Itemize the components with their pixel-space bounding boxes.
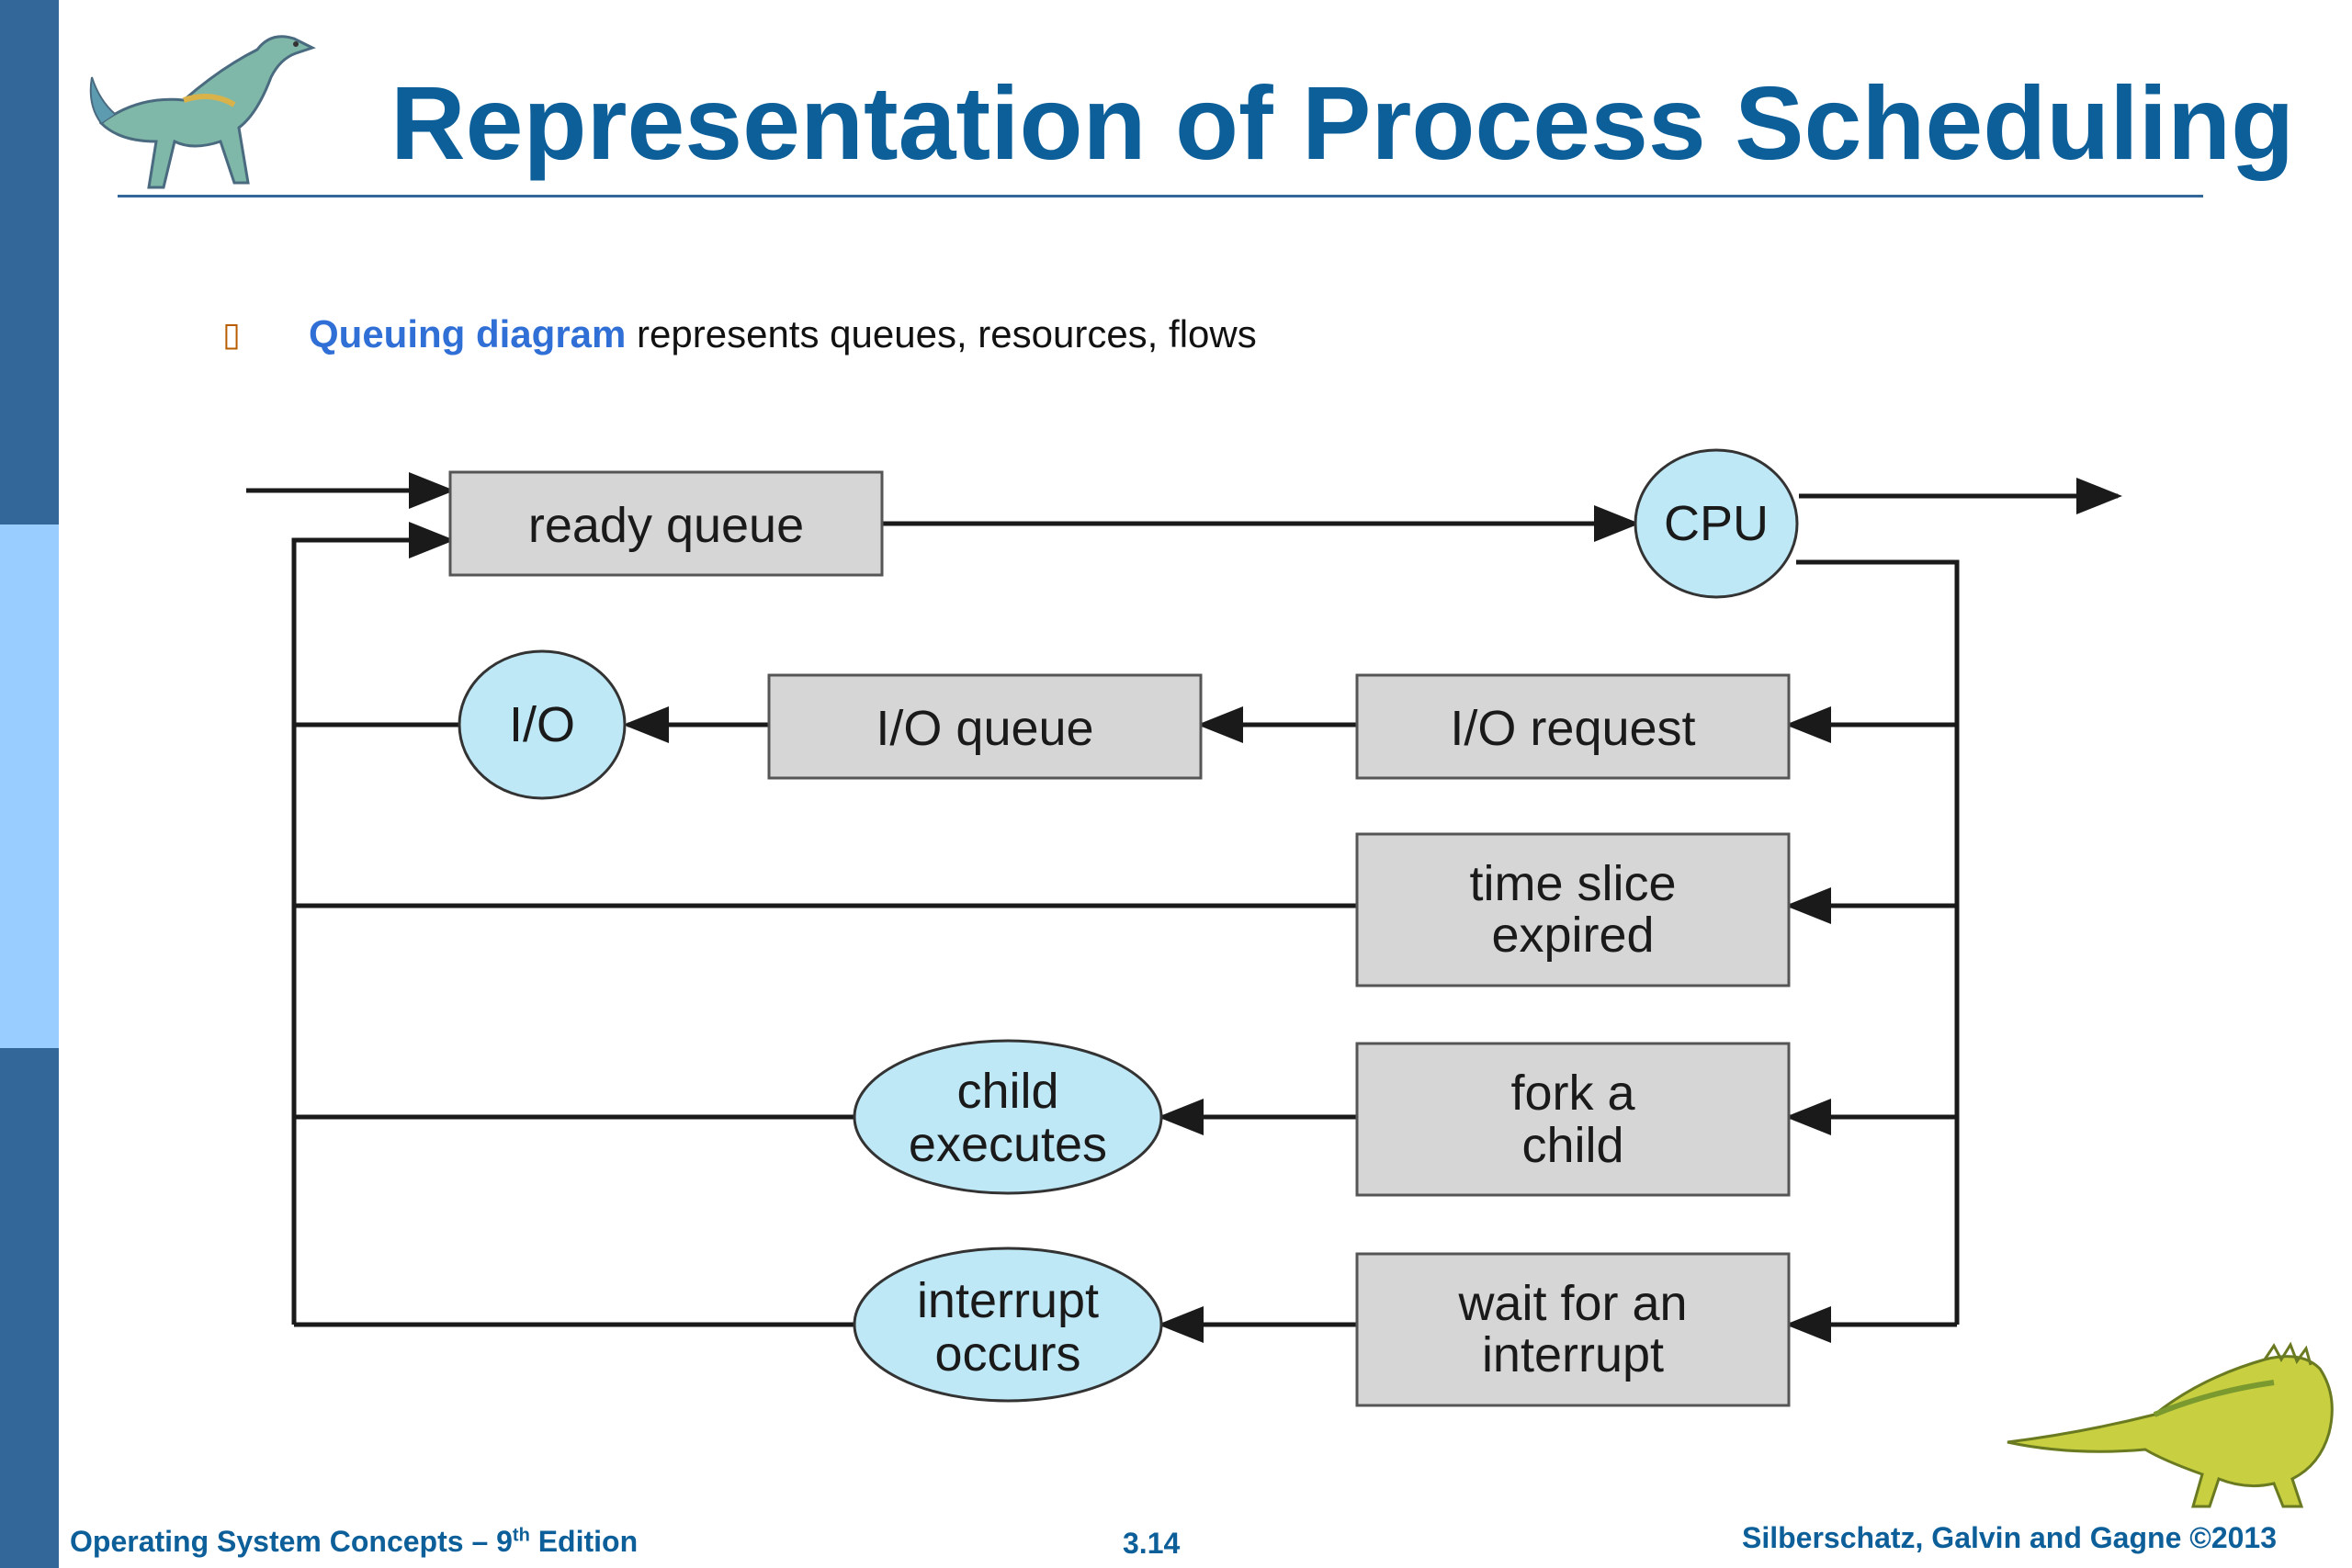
- interrupt-occurs-node: [853, 1247, 1163, 1403]
- fork-label-line1: fork a: [1510, 1066, 1635, 1121]
- cpu-label: CPU: [1664, 496, 1769, 551]
- ready-queue-label: ready queue: [528, 498, 804, 553]
- time-slice-label-line1: time slice: [1469, 856, 1676, 911]
- io-queue-box: [767, 673, 1203, 780]
- io-label: I/O: [509, 697, 575, 752]
- footer-book-name: Operating System Concepts – 9: [70, 1525, 513, 1558]
- footer-edition-sup: th: [512, 1525, 530, 1546]
- time-slice-label-line2: expired: [1491, 908, 1654, 963]
- footer-book-title: Operating System Concepts – 9th Edition: [70, 1525, 638, 1559]
- time-slice-box: [1355, 832, 1791, 987]
- fork-child-box: [1355, 1042, 1791, 1197]
- bullet-text: Queuing diagram represents queues, resou…: [309, 312, 1257, 356]
- io-request-box: [1355, 673, 1791, 780]
- diagram-connectors: [246, 472, 2122, 1343]
- sidebar-middle-band: [0, 525, 59, 1048]
- dinosaur-corner-icon: [2007, 1341, 2334, 1508]
- footer-edition-word: Edition: [529, 1525, 639, 1558]
- io-queue-label: I/O queue: [876, 701, 1093, 756]
- dinosaur-logo-icon: [89, 35, 316, 189]
- wait-label-line1: wait for an: [1457, 1276, 1687, 1331]
- child-executes-node: [853, 1039, 1163, 1195]
- return-loop-arrow: [291, 522, 455, 1325]
- bullet-keyword: Queuing diagram: [309, 312, 627, 355]
- sidebar-bottom-band: [0, 1048, 59, 1568]
- fork-label-line2: child: [1521, 1118, 1623, 1173]
- cpu-node: [1634, 448, 1799, 599]
- interrupt-label-line1: interrupt: [917, 1273, 1099, 1328]
- bullet-square-icon: ▯: [222, 316, 241, 354]
- slide-title: Representation of Process Scheduling: [390, 65, 2295, 181]
- footer-page-number: 3.14: [1123, 1527, 1181, 1560]
- io-node: [458, 649, 627, 800]
- child-exec-label-line2: executes: [909, 1117, 1107, 1172]
- wait-label-line2: interrupt: [1482, 1327, 1664, 1382]
- wait-interrupt-box: [1355, 1252, 1791, 1407]
- sidebar-top-band: [0, 0, 59, 525]
- title-underline: [118, 195, 2203, 197]
- bullet-description: represents queues, resources, flows: [626, 312, 1257, 355]
- ready-queue-box: [448, 470, 884, 577]
- footer-copyright: Silberschatz, Galvin and Gagne ©2013: [1742, 1521, 2278, 1554]
- io-request-label: I/O request: [1450, 701, 1695, 756]
- interrupt-label-line2: occurs: [934, 1326, 1080, 1382]
- child-exec-label-line1: child: [956, 1064, 1058, 1119]
- cpu-dispatch-trunk: [1796, 559, 1960, 1325]
